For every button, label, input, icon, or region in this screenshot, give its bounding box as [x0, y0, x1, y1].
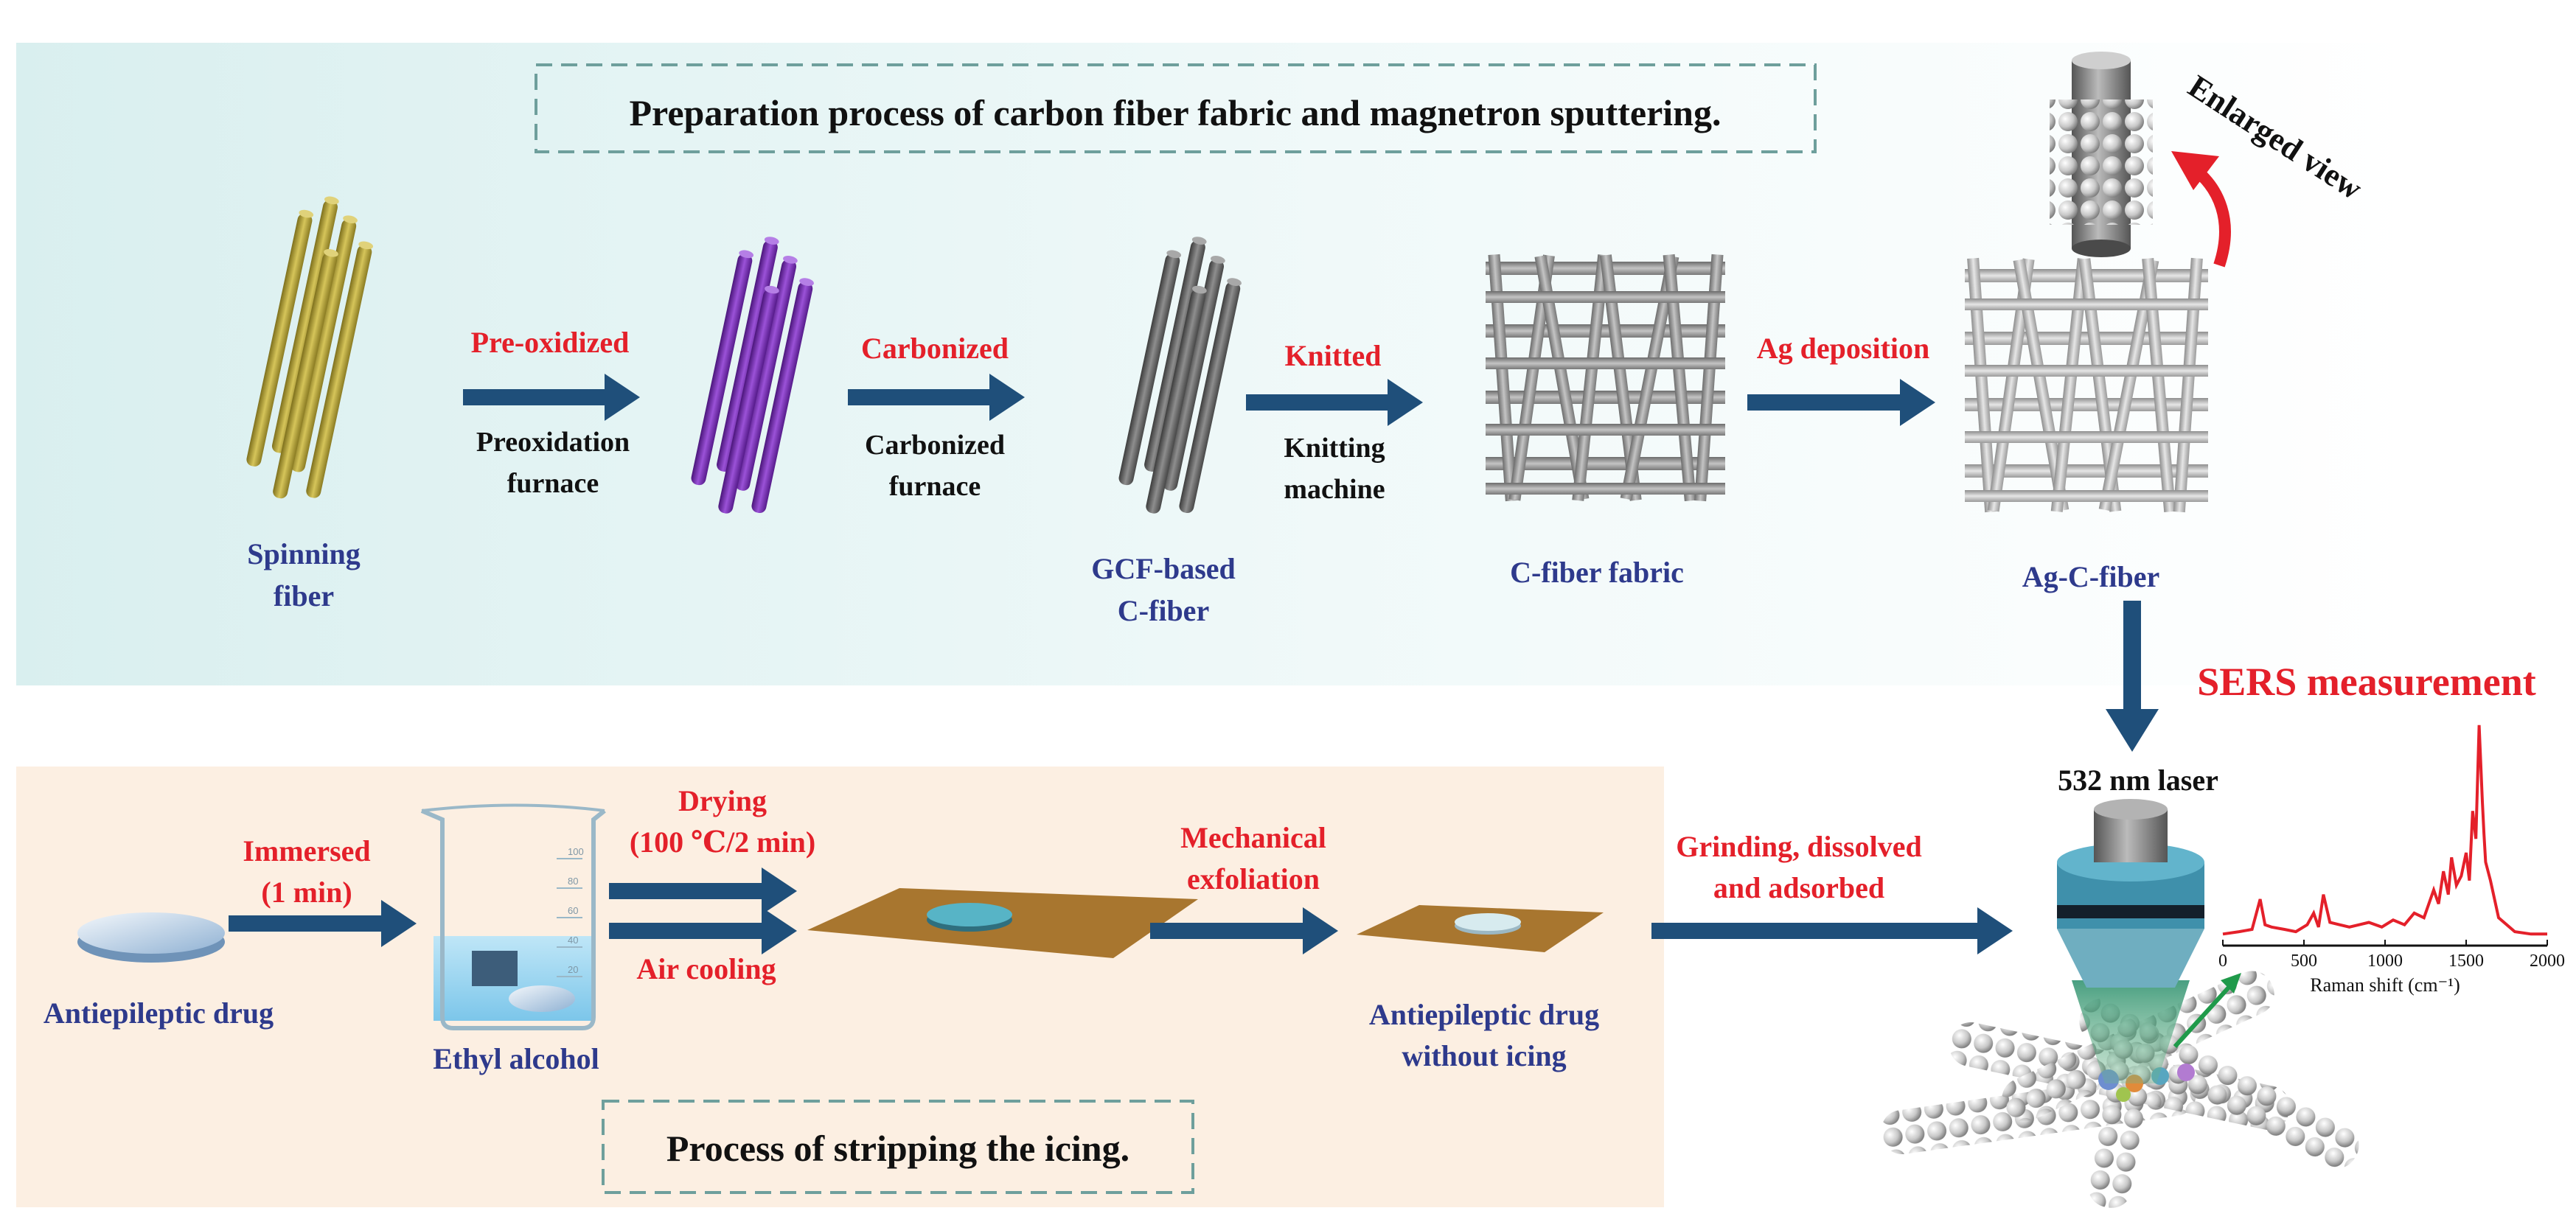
beaker-mark-80: 80 [568, 876, 578, 887]
antiepileptic-drug-label: Antiepileptic drug [43, 996, 274, 1030]
arrow-knitted [1246, 379, 1423, 426]
step-preoxidized-equipment-1: Preoxidation [476, 427, 630, 458]
beaker-mark-20: 20 [568, 964, 578, 975]
enlarged-fiber-view [2050, 52, 2153, 257]
material-gcf-cfiber-1: GCF-based [1091, 552, 1236, 585]
beaker-label: Ethyl alcohol [433, 1042, 599, 1075]
step-knitted-equipment-1: Knitting [1284, 433, 1385, 464]
arrow-preoxidized [463, 374, 640, 421]
drug-without-icing-2: without icing [1402, 1039, 1566, 1072]
beaker [420, 803, 606, 1030]
antiepileptic-tablet [77, 912, 225, 963]
x-tick-label: 0 [2218, 952, 2227, 971]
beaker-scale: 100 80 60 40 20 [557, 846, 584, 977]
carbon-fiber-bundle [1118, 237, 1242, 514]
material-ag-cfiber: Ag-C-fiber [2022, 560, 2160, 593]
c-fiber-fabric [1486, 254, 1725, 502]
beaker-mark-60: 60 [568, 905, 578, 916]
arrow-immersed [229, 900, 417, 947]
step-carbonized-equipment-2: furnace [889, 471, 981, 502]
step-immersed-2: (1 min) [261, 876, 352, 909]
ag-c-fiber-fabric [1965, 257, 2208, 513]
arrow-to-sers [2106, 601, 2159, 752]
step-grinding-1: Grinding, dissolved [1676, 830, 1921, 863]
bottom-panel-title: Process of stripping the icing. [666, 1128, 1129, 1169]
preoxidized-fiber-bundle [691, 237, 814, 514]
x-tick-label: 500 [2291, 952, 2317, 971]
bottom-panel-background [16, 767, 1664, 1207]
x-tick-label: 1000 [2367, 952, 2403, 971]
x-tick-label: 2000 [2530, 952, 2565, 971]
arrow-air-cooling [609, 907, 797, 954]
arrow-exfoliation [1150, 907, 1338, 954]
spectrum-series-line [2222, 725, 2547, 936]
x-tick-label: 1500 [2448, 952, 2484, 971]
arrow-ag-deposition [1747, 379, 1935, 426]
material-spinning-fiber-2: fiber [274, 579, 334, 612]
arrow-drying [609, 867, 797, 915]
step-exfoliation-2: exfoliation [1187, 862, 1320, 895]
step-grinding-2: and adsorbed [1713, 871, 1884, 904]
raman-spectrum-chart: 0 500 1000 1500 2000 Raman shift (cm⁻¹) [2218, 725, 2565, 996]
material-cfiber-fabric: C-fiber fabric [1510, 556, 1684, 589]
step-drying-2: (100 ℃/2 min) [630, 825, 815, 859]
step-immersed-1: Immersed [243, 834, 370, 867]
step-preoxidized-equipment-2: furnace [507, 468, 599, 499]
arrow-grinding [1651, 907, 2013, 954]
step-drying-1: Drying [678, 784, 767, 817]
signal-arrow [2173, 980, 2236, 1049]
spinning-fiber-bundle [246, 196, 374, 499]
top-title-box [535, 63, 1817, 153]
enlarged-view-arrowhead [2171, 151, 2219, 190]
step-preoxidized-label: Pre-oxidized [471, 326, 630, 359]
material-spinning-fiber-1: Spinning [247, 537, 360, 570]
exfoliated-drug-plate [1357, 905, 1604, 952]
drug-without-icing-1: Antiepileptic drug [1369, 998, 1599, 1031]
beaker-mark-100: 100 [568, 846, 584, 857]
step-knitted-equipment-2: machine [1284, 474, 1385, 505]
step-exfoliation-1: Mechanical [1180, 821, 1326, 854]
step-air-cooling: Air cooling [636, 952, 776, 985]
arrow-carbonized [848, 374, 1025, 421]
step-carbonized-label: Carbonized [861, 332, 1009, 365]
heating-plate [807, 888, 1198, 958]
step-carbonized-equipment-1: Carbonized [865, 430, 1005, 461]
step-knitted-label: Knitted [1284, 339, 1381, 372]
step-ag-deposition-label: Ag deposition [1757, 332, 1930, 365]
bottom-title-box [602, 1100, 1194, 1194]
signal-arrowhead [2221, 973, 2241, 994]
laser-label: 532 nm laser [2058, 764, 2218, 797]
top-panel-title: Preparation process of carbon fiber fabr… [630, 92, 1722, 133]
sers-measurement-title: SERS measurement [2197, 660, 2536, 704]
x-axis-label: Raman shift (cm⁻¹) [2310, 974, 2460, 996]
beaker-mark-40: 40 [568, 935, 578, 946]
laser-head [2057, 799, 2204, 1083]
material-gcf-cfiber-2: C-fiber [1118, 594, 1209, 627]
